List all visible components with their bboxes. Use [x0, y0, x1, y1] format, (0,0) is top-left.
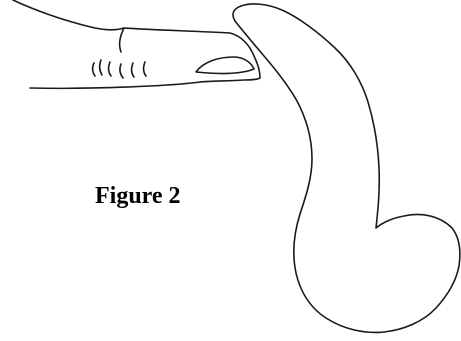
knuckle-crease-2	[100, 60, 102, 75]
knuckle-crease-6	[144, 62, 146, 76]
fingernail	[196, 57, 254, 73]
finger-segment-line	[120, 28, 124, 52]
curled-shape	[233, 4, 460, 333]
finger-outline	[13, 0, 260, 88]
knuckle-crease-3	[109, 62, 111, 76]
knuckle-crease-5	[132, 63, 134, 77]
knuckle-crease-4	[120, 64, 123, 78]
figure-caption: Figure 2	[95, 184, 181, 208]
knuckle-crease-1	[93, 63, 95, 76]
